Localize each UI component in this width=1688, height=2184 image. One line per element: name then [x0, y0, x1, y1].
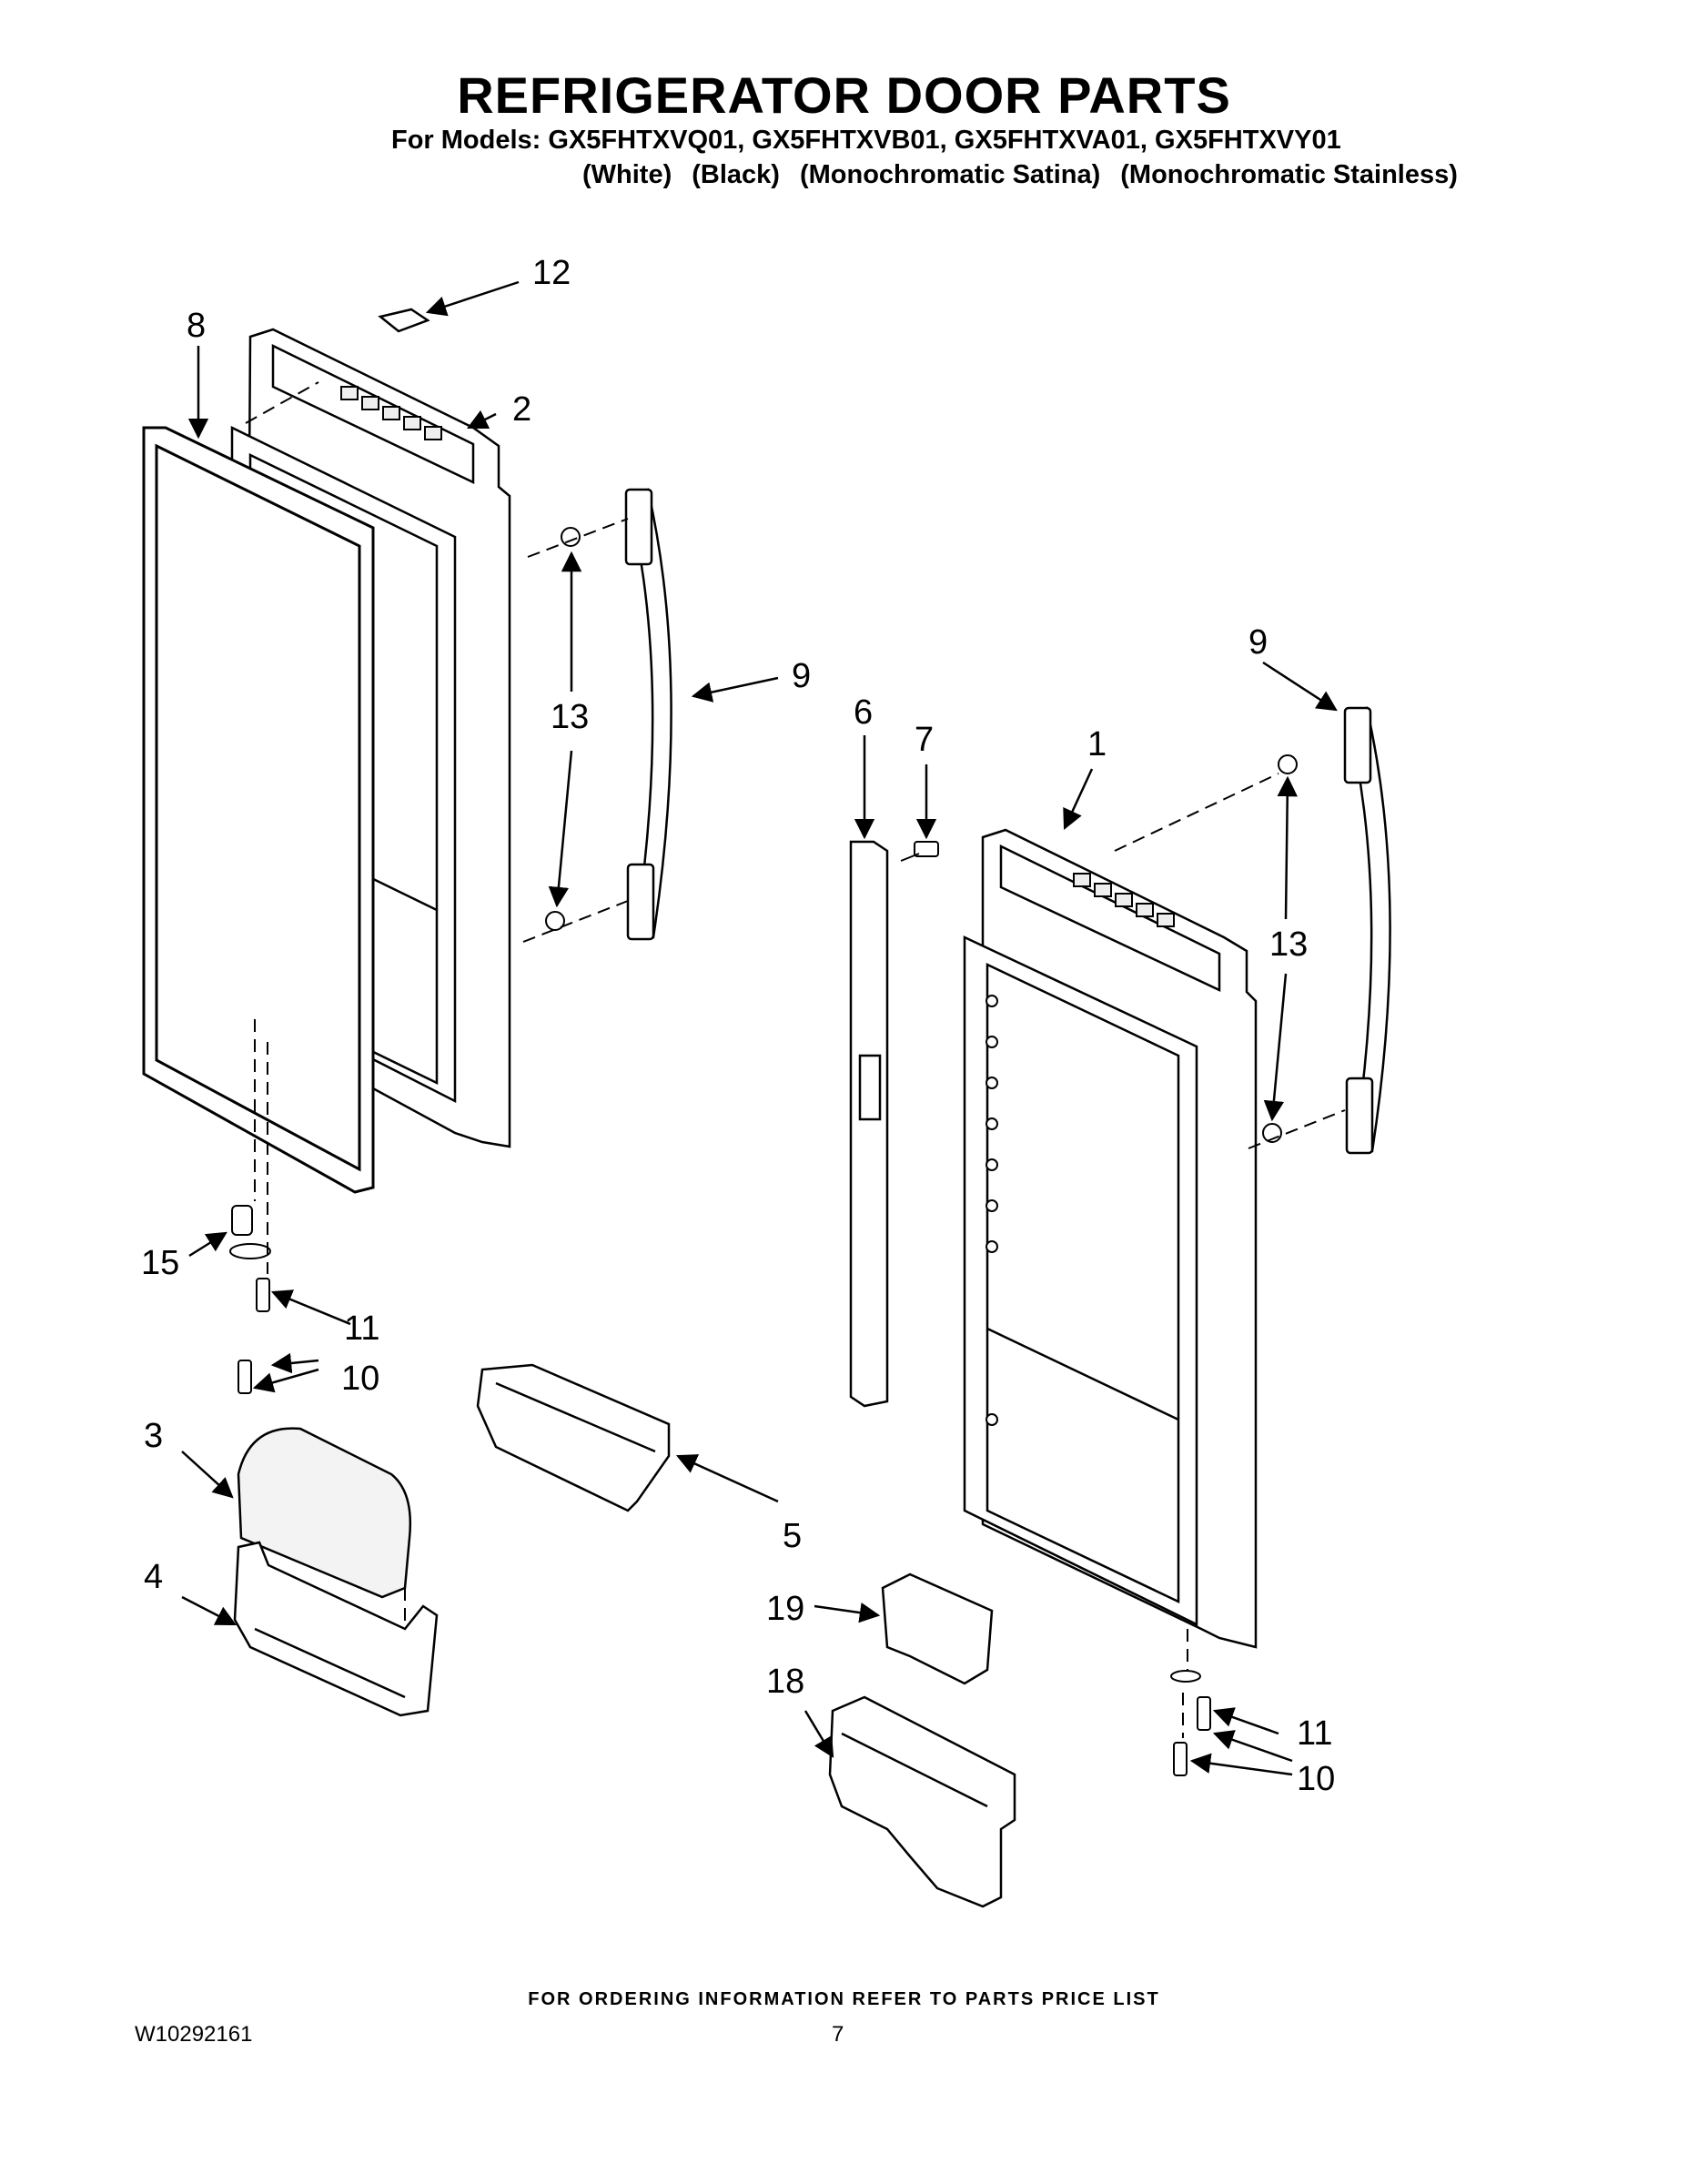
callout-1: 1 [1087, 725, 1107, 763]
callout-10-right: 10 [1297, 1760, 1335, 1798]
callout-5: 5 [783, 1517, 802, 1555]
left-liner-vents [340, 386, 442, 440]
callout-2: 2 [512, 390, 531, 429]
callout-arrows [181, 280, 1338, 1776]
callout-13-left: 13 [551, 698, 589, 736]
callout-9-left: 9 [792, 657, 811, 695]
variant-black: (Black) [692, 160, 780, 189]
ice-bin-insert [881, 1572, 994, 1685]
callout-labels: 12 8 2 9 13 6 7 1 9 13 15 11 10 3 4 5 19… [141, 254, 1335, 1798]
assembly-lines [245, 381, 1346, 1738]
document-number: W10292161 [135, 2022, 253, 2047]
left-door-gasket [142, 426, 375, 1194]
callout-8: 8 [187, 307, 206, 345]
top-cover-pad [378, 308, 430, 333]
model-list: For Models: GX5FHTXVQ01, GX5FHTXVB01, GX… [391, 126, 1341, 155]
left-door-handle [624, 488, 672, 941]
right-liner-vents [1073, 873, 1175, 927]
ice-bin [828, 1695, 1016, 1908]
page-number: 7 [832, 2022, 844, 2047]
dispenser-housing [237, 1427, 411, 1599]
mullion-screw [900, 841, 939, 862]
callout-4: 4 [144, 1558, 163, 1596]
ordering-note: FOR ORDERING INFORMATION REFER TO PARTS … [528, 1989, 1160, 2009]
variant-white: (White) [582, 160, 672, 189]
right-door-liner [963, 828, 1258, 1649]
variant-satina: (Monochromatic Satina) [799, 160, 1101, 189]
page-title: REFRIGERATOR DOOR PARTS [457, 66, 1231, 124]
callout-13-right: 13 [1269, 925, 1308, 964]
model-variants: (White) (Black) (Monochromatic Satina) (Mon… [582, 160, 1478, 190]
callout-9-right: 9 [1248, 623, 1268, 662]
callout-15: 15 [141, 1244, 179, 1282]
callout-7: 7 [915, 721, 934, 759]
right-door-handle [1343, 706, 1391, 1155]
callout-6: 6 [854, 693, 873, 732]
left-hinge-hardware [229, 1205, 271, 1394]
callout-10-left: 10 [341, 1360, 379, 1398]
callout-18: 18 [766, 1663, 804, 1701]
callout-19: 19 [766, 1590, 804, 1628]
right-liner-shelf-studs [986, 995, 998, 1426]
right-hinge-hardware [1170, 1670, 1211, 1776]
dispenser-tray [233, 1541, 439, 1717]
flipper-mullion [849, 840, 889, 1408]
callout-3: 3 [144, 1417, 163, 1455]
door-bin [476, 1363, 671, 1512]
variant-stainless: (Monochromatic Stainless) [1120, 160, 1458, 189]
callout-11-left: 11 [344, 1309, 379, 1348]
callout-11-right: 11 [1297, 1714, 1332, 1753]
callout-12: 12 [532, 254, 571, 292]
